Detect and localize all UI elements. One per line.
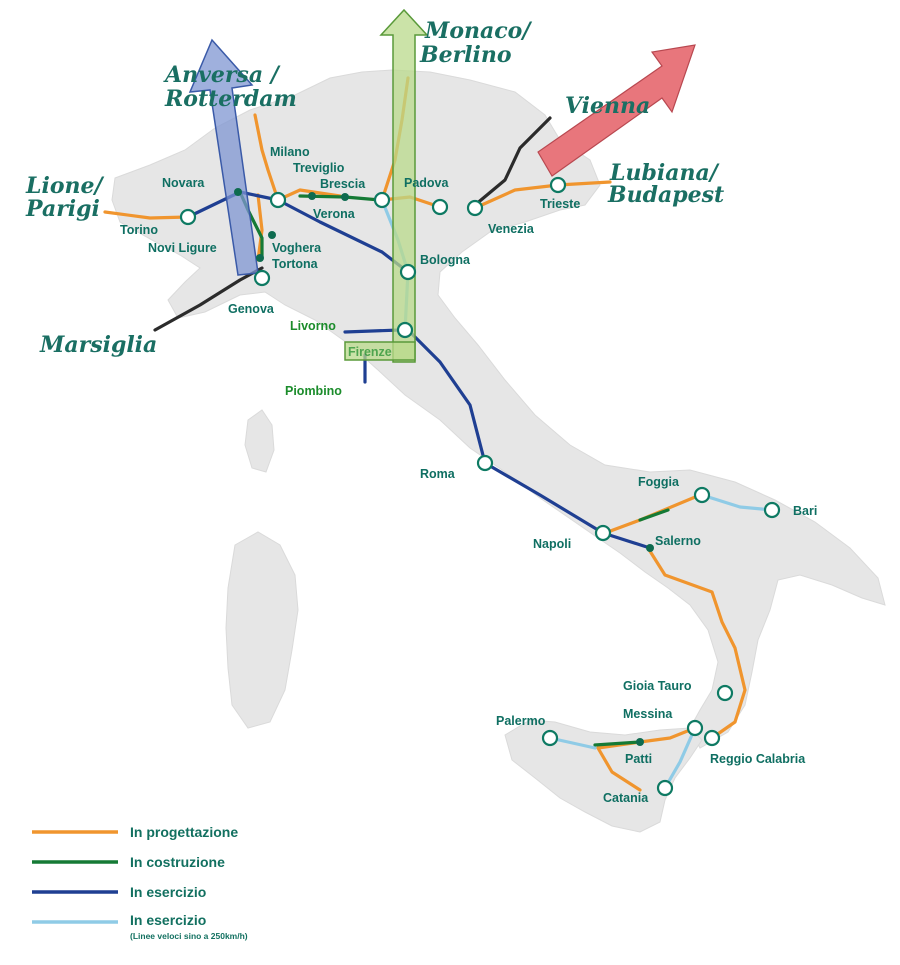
station-padova [431,198,449,216]
dest-parigi: Parigi [25,196,100,222]
label-venezia: Venezia [488,222,535,236]
station-foggia [693,486,711,504]
corsica [244,409,275,473]
arrow-tyrrhenian [344,341,416,361]
dest-lione: Lione/ [25,173,104,199]
station-patti [636,738,644,746]
station-treviglio [308,192,316,200]
station-torino [179,208,197,226]
label-patti: Patti [625,752,652,766]
station-brescia [341,193,349,201]
label-salerno: Salerno [655,534,701,548]
land-masses [111,69,886,833]
legend-label-costruzione: In costruzione [130,854,225,870]
legend-note-esercizio-veloce: (Linee veloci sino a 250km/h) [130,931,248,941]
station-gioia-tauro [716,684,734,702]
dest-anversa: Anversa / [163,62,281,88]
arrow-berlino [379,8,429,363]
label-firenze: Firenze [348,345,392,359]
label-treviglio: Treviglio [293,161,345,175]
dest-budapest: Budapest [607,182,724,208]
legend-label-esercizio: In esercizio [130,884,206,900]
legend-label-progettazione: In progettazione [130,824,238,840]
label-trieste: Trieste [540,197,580,211]
station-napoli [594,524,612,542]
label-gioia-tauro: Gioia Tauro [623,679,692,693]
station-roma [476,454,494,472]
sardinia [225,531,299,729]
label-bari: Bari [793,504,817,518]
line-messina-catania [663,726,697,790]
station-venezia [466,199,484,217]
station-firenze [396,321,414,339]
station-bologna [399,263,417,281]
line-vienna [473,116,552,207]
station-voghera [268,231,276,239]
arrow-rotterdam [188,38,259,276]
line-napoli-bari-section [638,508,670,522]
station-palermo [541,729,559,747]
label-messina: Messina [623,707,673,721]
label-reggio-calabria: Reggio Calabria [710,752,806,766]
station-catania [656,779,674,797]
dest-vienna: Vienna [565,93,650,119]
dest-rotterdam: Rotterdam [164,86,297,112]
line-torino-lione [103,210,190,220]
line-foggia-bari [700,493,774,512]
destination-labels: Anversa / Rotterdam Monaco/ Berlino Vien… [25,18,724,358]
label-verona: Verona [313,207,356,221]
label-palermo: Palermo [496,714,546,728]
label-novi-ligure: Novi Ligure [148,241,217,255]
line-milano-northwest [253,113,280,202]
dest-marsiglia: Marsiglia [39,332,157,358]
legend: In progettazione In costruzione In eserc… [32,824,248,941]
station-messina [686,719,704,737]
arrow-vienna [537,44,696,177]
dest-monaco: Monaco/ [424,18,532,44]
line-livorno-firenze [343,328,402,334]
label-milano: Milano [270,145,310,159]
label-padova: Padova [404,176,450,190]
station-salerno [646,544,654,552]
label-brescia: Brescia [320,177,366,191]
label-tortona: Tortona [272,257,319,271]
corridor-arrows [188,8,696,363]
label-livorno: Livorno [290,319,336,333]
stations [179,176,781,797]
label-roma: Roma [420,467,456,481]
label-piombino: Piombino [285,384,342,398]
city-labels: Milano Treviglio Brescia Verona Padova V… [120,145,817,805]
line-salerno-reggio [646,546,747,740]
dest-berlino: Berlino [419,42,512,68]
label-novara: Novara [162,176,205,190]
station-reggio-calabria [703,729,721,747]
station-trieste [549,176,567,194]
station-novi-ligure [256,254,264,262]
legend-label-esercizio-veloce: In esercizio [130,912,206,928]
dest-lubiana: Lubiana/ [609,160,720,186]
label-voghera: Voghera [272,241,322,255]
label-napoli: Napoli [533,537,571,551]
line-palermo-messina-section [593,740,642,747]
line-novara-tortona [256,193,264,262]
label-torino: Torino [120,223,158,237]
sicily [504,719,703,833]
label-catania: Catania [603,791,649,805]
station-milano [269,191,287,209]
station-bari [763,501,781,519]
station-genova [253,269,271,287]
label-foggia: Foggia [638,475,680,489]
station-novara [234,188,242,196]
label-genova: Genova [228,302,275,316]
label-bologna: Bologna [420,253,471,267]
line-venezia-trieste [473,180,612,210]
station-verona [373,191,391,209]
